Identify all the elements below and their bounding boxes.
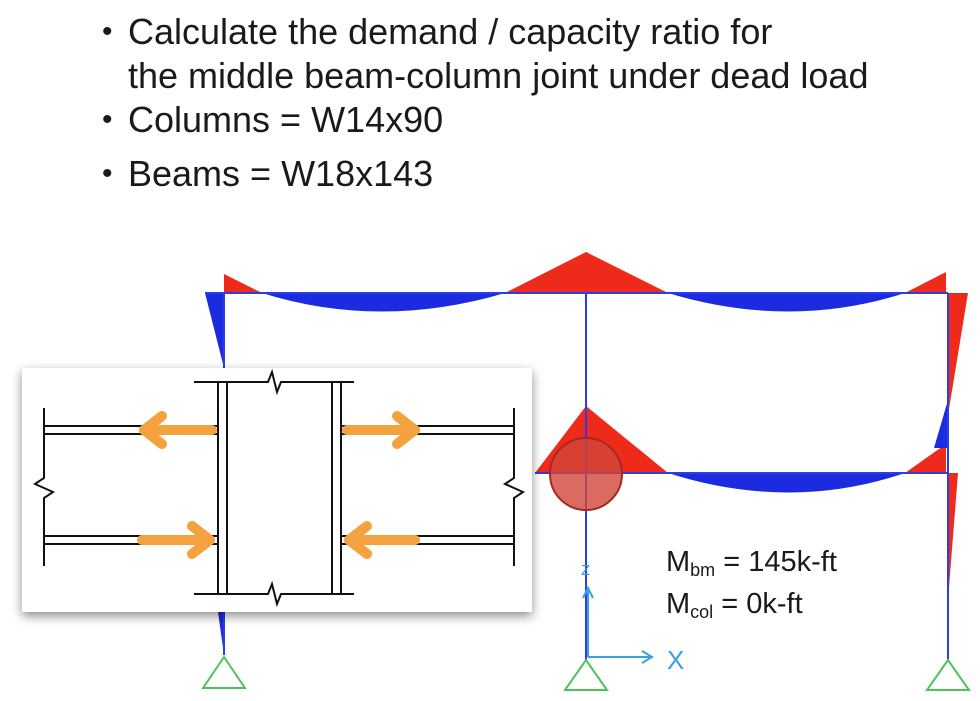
- bullet-dot: •: [102, 15, 113, 48]
- joint-highlight-circle: [549, 437, 623, 511]
- bullet-dot: •: [102, 157, 113, 190]
- right-bottom-flange-force-arrow: [344, 521, 420, 559]
- middle-pin-support: [563, 658, 609, 691]
- bullet-3-text: Beams = W18x143: [128, 153, 434, 194]
- column-top-break-line: [194, 368, 354, 396]
- right-column-mid-moment: [934, 400, 948, 448]
- left-column-lower-moment: [218, 612, 224, 655]
- column-bottom-break-line: [194, 580, 354, 608]
- right-top-flange-force-arrow: [342, 411, 420, 449]
- bullet-dot: •: [102, 103, 113, 136]
- upper-beam-right-span-sag: [668, 293, 948, 312]
- bullet-1-line-2: the middle beam-column joint under dead …: [128, 55, 869, 96]
- right-column-lower-moment: [948, 473, 958, 600]
- upper-beam-mid-support-moment: [505, 252, 668, 293]
- right-column-upper-moment: [948, 293, 968, 415]
- column-moment-line: Mcol = 0k-ft: [666, 587, 837, 629]
- upper-beam-left-end-moment: [224, 274, 262, 293]
- joint-detail-drawing: [32, 368, 526, 608]
- x-axis-label: X: [667, 645, 685, 675]
- bullet-1: • Calculate the demand / capacity ratio …: [96, 10, 956, 98]
- left-top-flange-force-arrow: [139, 411, 217, 449]
- z-axis-label: Z: [581, 562, 591, 579]
- left-column-upper-moment: [205, 293, 224, 368]
- joint-detail-inset: [22, 368, 532, 612]
- column-moment-symbol: M: [666, 588, 691, 620]
- beam-moment-value: = 145k-ft: [723, 546, 837, 578]
- column-moment-subscript: col: [690, 602, 714, 622]
- moment-results: Mbm = 145k-ft Mcol = 0k-ft: [666, 545, 837, 629]
- upper-beam-right-end-moment: [905, 272, 946, 293]
- beam-moment-symbol: M: [666, 546, 691, 578]
- left-beam-break-line: [32, 408, 56, 566]
- upper-beam-left-span-sag: [205, 293, 505, 312]
- beam-moment-subscript: bm: [690, 560, 716, 580]
- problem-statement: • Calculate the demand / capacity ratio …: [96, 10, 956, 196]
- bullet-2: • Columns = W14x90: [96, 98, 956, 142]
- axis-triad: [582, 585, 654, 664]
- column-moment-value: = 0k-ft: [721, 588, 803, 620]
- right-beam-break-line: [502, 408, 526, 566]
- bullet-3: • Beams = W18x143: [96, 152, 956, 196]
- left-pin-support: [201, 655, 247, 689]
- bullet-2-text: Columns = W14x90: [128, 99, 444, 140]
- left-bottom-flange-force-arrow: [137, 521, 215, 559]
- lower-beam-right-end-moment: [905, 444, 946, 473]
- right-pin-support: [925, 658, 971, 691]
- beam-moment-line: Mbm = 145k-ft: [666, 545, 837, 587]
- bullet-1-line-1: Calculate the demand / capacity ratio fo…: [128, 11, 773, 52]
- lower-beam-right-span-sag: [668, 473, 905, 493]
